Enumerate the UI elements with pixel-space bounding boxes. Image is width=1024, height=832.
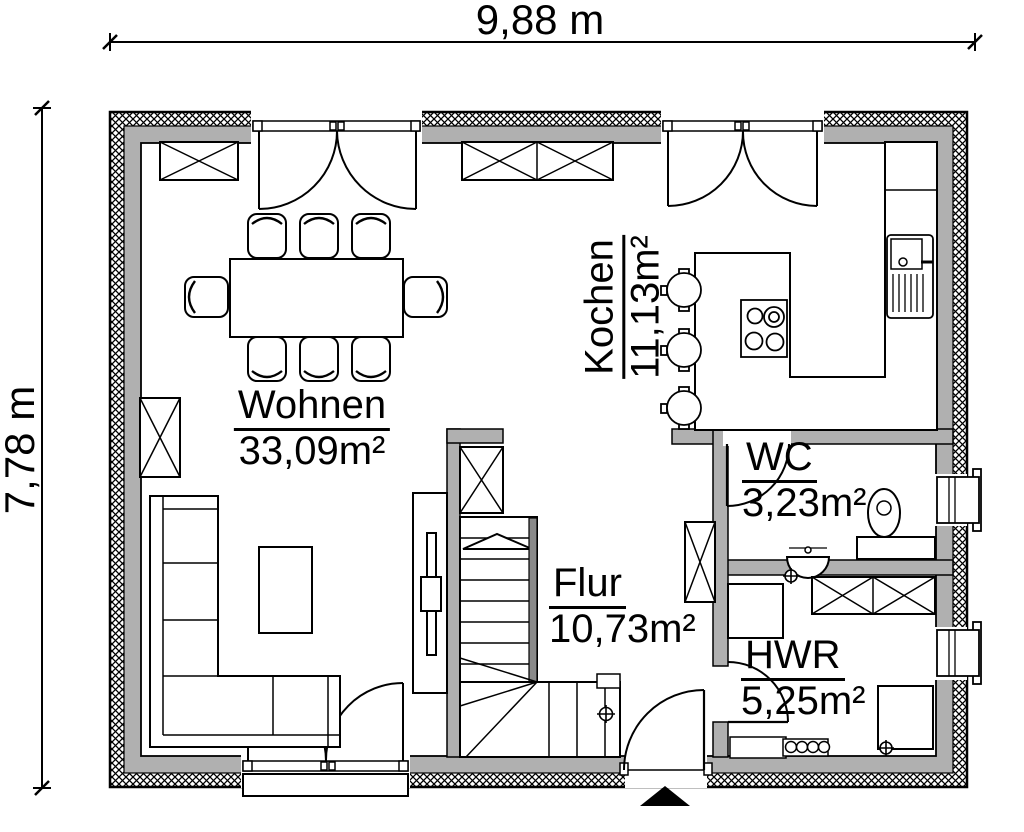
door-swing xyxy=(741,130,818,207)
room-label-kochen: Kochen 11,13m² xyxy=(577,235,668,379)
wc-window xyxy=(936,468,982,532)
hwr-window xyxy=(936,621,982,685)
room-name-wohnen: Wohnen xyxy=(233,383,391,431)
room-label-wc: WC 3,23m² xyxy=(742,435,867,526)
tv-board xyxy=(412,492,448,694)
room-area-kochen: 11,13m² xyxy=(623,235,668,379)
coffee-table xyxy=(258,546,313,634)
water-heater-icon xyxy=(877,685,934,750)
wohnen-furniture xyxy=(139,141,614,748)
dimension-width-label: 9,88 m xyxy=(475,0,605,43)
washing-machine-icon xyxy=(727,583,784,639)
drain-icon xyxy=(597,568,894,756)
kitchen-counter xyxy=(694,141,938,431)
kitchen-sink-icon xyxy=(886,234,934,319)
door-swing xyxy=(336,130,417,210)
hwr-door xyxy=(727,661,789,724)
hwr-fixtures xyxy=(727,576,936,759)
room-label-hwr: HWR 5,25m² xyxy=(741,633,866,724)
kochen-french-door xyxy=(662,120,823,207)
radiator-icon xyxy=(729,736,831,759)
dining-table xyxy=(229,258,404,338)
room-area-wohnen: 33,09m² xyxy=(238,429,386,474)
terrace-step xyxy=(242,773,409,797)
room-label-flur: Flur 10,73m² xyxy=(549,561,696,652)
bar-stool xyxy=(660,268,702,430)
wc-sink-icon xyxy=(785,546,831,579)
kitchen xyxy=(660,141,938,431)
sofa xyxy=(149,495,341,748)
dining-chair xyxy=(247,336,391,382)
sideboard xyxy=(159,141,239,181)
cooktop-icon xyxy=(740,299,788,358)
room-name-wc: WC xyxy=(742,435,817,483)
door-swing xyxy=(667,130,744,207)
dimension-lines xyxy=(33,33,983,796)
room-area-wc: 3,23m² xyxy=(742,481,867,526)
understair-cabinet xyxy=(459,446,504,514)
room-name-kochen: Kochen xyxy=(577,235,626,379)
dining-chair xyxy=(184,276,448,318)
door-swing xyxy=(623,689,705,771)
wc-fixtures xyxy=(785,488,936,579)
stair-direction-arrow xyxy=(462,532,533,550)
wc-door xyxy=(723,427,791,507)
dimension-height-label: 7,78 m xyxy=(0,385,43,515)
staircase xyxy=(459,446,621,758)
toilet-icon xyxy=(856,488,936,560)
room-area-flur: 10,73m² xyxy=(549,607,696,652)
door-swing xyxy=(726,443,790,507)
door-swing xyxy=(727,661,789,723)
handrail xyxy=(528,517,538,689)
door-swing xyxy=(258,130,338,210)
dining-chair xyxy=(247,213,391,259)
utility-cabinet xyxy=(811,576,936,615)
entrance-door xyxy=(619,689,713,776)
wall-cabinet xyxy=(139,397,181,478)
room-name-flur: Flur xyxy=(549,561,626,609)
room-area-hwr: 5,25m² xyxy=(741,679,866,724)
sideboard xyxy=(461,141,614,181)
wohnen-french-door xyxy=(252,120,421,210)
room-label-wohnen: Wohnen 33,09m² xyxy=(233,383,391,474)
hall-cabinet xyxy=(684,521,716,603)
entrance-marker xyxy=(640,786,690,806)
room-name-hwr: HWR xyxy=(741,633,845,681)
